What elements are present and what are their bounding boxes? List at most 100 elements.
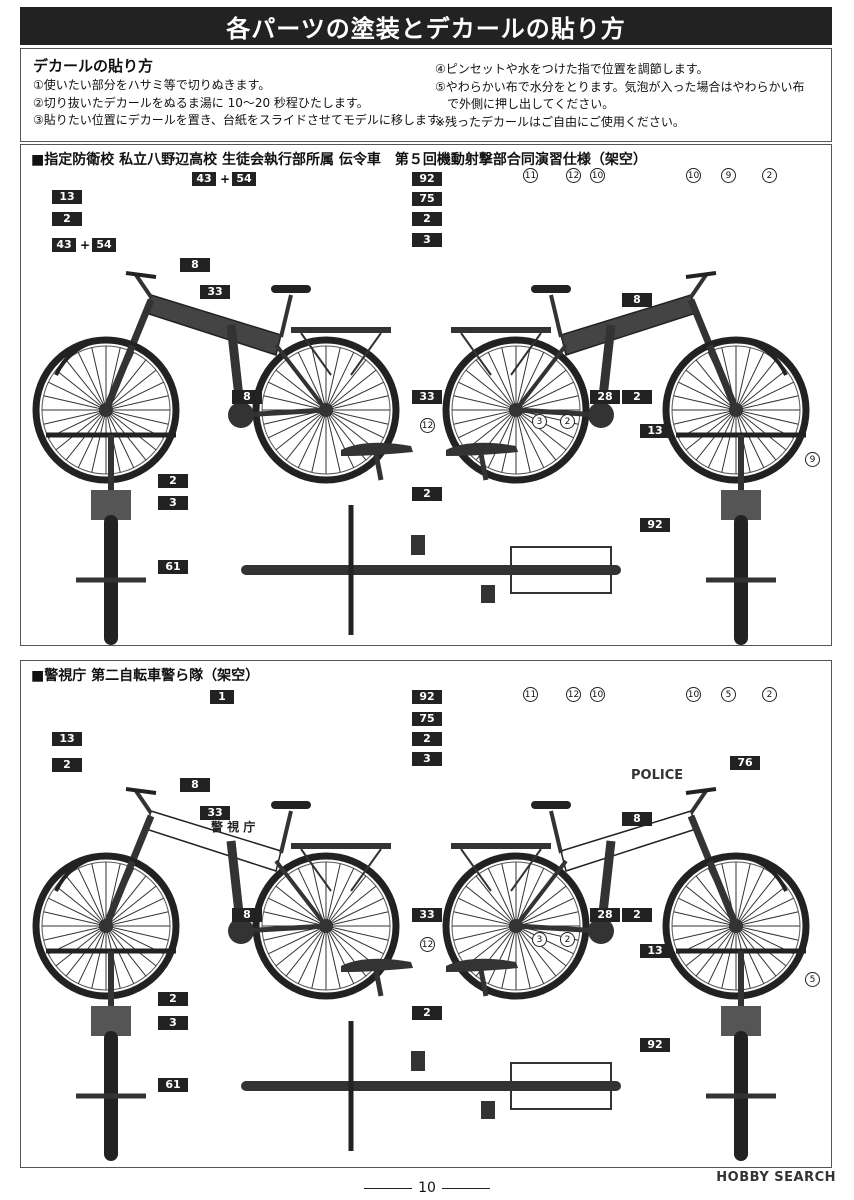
frame-decal-text: POLICE [631, 768, 683, 783]
part-label: 13 [52, 732, 82, 746]
bike-top-view [241, 505, 621, 635]
bike-side-view: 警 視 庁 [32, 787, 400, 1000]
instructions-right: ④ピンセットや水をつけた指で位置を調節します。 ⑤やわらかい布で水分をとります。… [435, 61, 805, 131]
instruction-step: ④ピンセットや水をつけた指で位置を調節します。 [435, 62, 709, 76]
part-label: 3 [412, 752, 442, 766]
bike-front-view [676, 432, 806, 645]
bike-front-view [46, 948, 176, 1161]
decal-number: 12 [420, 937, 435, 952]
part-label: 8 [232, 908, 262, 922]
bike-top-view [241, 1021, 621, 1151]
part-label: 92 [412, 690, 442, 704]
part-label: 92 [640, 518, 670, 532]
instruction-note: ※残ったデカールはご自由にご使用ください。 [435, 114, 685, 129]
part-label: 3 [158, 496, 188, 510]
decal-number: 11 [523, 687, 538, 702]
decal-number: 9 [805, 452, 820, 467]
part-label: 3 [412, 233, 442, 247]
part-label: 8 [622, 812, 652, 826]
part-label: 54 [92, 238, 116, 252]
panel-police: ■警視庁 第二自転車警ら隊（架空） 警 視 庁 POLICE [20, 660, 832, 1168]
panel-title: ■警視庁 第二自転車警ら隊（架空） [31, 668, 260, 684]
panel-army: ■指定防衛校 私立八野辺高校 生徒会執行部所属 伝令車 第５回機動射撃部合同演習… [20, 144, 832, 646]
part-label: 8 [232, 390, 262, 404]
part-label: 8 [622, 293, 652, 307]
decal-number: 10 [590, 168, 605, 183]
watermark: HOBBY SEARCH [716, 1170, 836, 1185]
decal-number: 12 [420, 418, 435, 433]
part-label: 92 [640, 1038, 670, 1052]
decal-number: 3 [532, 414, 547, 429]
part-label: 2 [412, 487, 442, 501]
page-title-banner: 各パーツの塗装とデカールの貼り方 [20, 7, 832, 45]
instruction-step: ③貼りたい位置にデカールを置き、台紙をスライドさせてモデルに移します。 [33, 113, 450, 127]
plus-sign: + [80, 238, 91, 252]
part-label: 13 [640, 944, 670, 958]
saddle-illustration [341, 958, 413, 997]
part-label: 75 [412, 192, 442, 206]
part-label: 61 [158, 560, 188, 574]
part-label: 61 [158, 1078, 188, 1092]
part-label: 33 [200, 285, 230, 299]
part-label: 54 [232, 172, 256, 186]
bike-side-view [32, 271, 400, 484]
part-label: 8 [180, 778, 210, 792]
decal-number: 9 [721, 168, 736, 183]
instruction-step: で外側に押し出してください。 [435, 97, 615, 111]
plus-sign: + [220, 172, 231, 186]
part-label: 28 [590, 908, 620, 922]
wheel-illustration [32, 336, 180, 484]
decal-number: 12 [566, 687, 581, 702]
decal-number: 10 [686, 168, 701, 183]
part-label: 8 [180, 258, 210, 272]
wheel-illustration [442, 852, 590, 1000]
part-label: 2 [52, 212, 82, 226]
decal-number: 5 [721, 687, 736, 702]
page-number: 10 [418, 1180, 436, 1196]
saddle-illustration [446, 958, 518, 997]
part-label: 33 [200, 806, 230, 820]
part-label: 92 [412, 172, 442, 186]
saddle-illustration [341, 442, 413, 481]
bike-diagram-police: 警 視 庁 POLICE [32, 768, 810, 1161]
page-title: 各パーツの塗装とデカールの貼り方 [226, 14, 626, 43]
instructions-heading: デカールの貼り方 [33, 57, 154, 75]
instruction-step: ①使いたい部分をハサミ等で切りぬきます。 [33, 78, 271, 92]
part-label: 2 [412, 1006, 442, 1020]
decal-number: 2 [762, 687, 777, 702]
part-label: 33 [412, 908, 442, 922]
part-label: 3 [158, 1016, 188, 1030]
part-label: 76 [730, 756, 760, 770]
part-label: 2 [158, 474, 188, 488]
part-label: 2 [622, 908, 652, 922]
instructions-left: ①使いたい部分をハサミ等で切りぬきます。 ②切り抜いたデカールをぬるま湯に 10… [33, 77, 450, 130]
part-label: 2 [412, 732, 442, 746]
part-label: 1 [210, 690, 234, 704]
panel-title: ■指定防衛校 私立八野辺高校 生徒会執行部所属 伝令車 第５回機動射撃部合同演習… [31, 152, 647, 168]
part-label: 13 [52, 190, 82, 204]
decal-instructions: デカールの貼り方 ①使いたい部分をハサミ等で切りぬきます。 ②切り抜いたデカール… [20, 48, 832, 142]
part-label: 2 [412, 212, 442, 226]
part-label: 2 [158, 992, 188, 1006]
svg-text:警 視 庁: 警 視 庁 [210, 819, 255, 834]
decal-number: 2 [560, 932, 575, 947]
part-label: 28 [590, 390, 620, 404]
decal-number: 2 [560, 414, 575, 429]
part-label: 13 [640, 424, 670, 438]
frame-decal-text: ARMY [631, 252, 674, 267]
decal-number: 10 [590, 687, 605, 702]
bike-diagram-army: ARMY [32, 252, 810, 645]
instruction-step: ⑤やわらかい布で水分をとります。気泡が入った場合はやわらかい布 [435, 79, 805, 94]
decal-number: 2 [762, 168, 777, 183]
decal-number: 10 [686, 687, 701, 702]
part-label: 33 [412, 390, 442, 404]
saddle-illustration [446, 442, 518, 481]
part-label: 75 [412, 712, 442, 726]
page-footer: 10 [0, 1180, 854, 1196]
decal-number: 5 [805, 972, 820, 987]
part-label: 43 [192, 172, 216, 186]
part-label: 43 [52, 238, 76, 252]
bike-front-view [676, 948, 806, 1161]
part-label: 2 [622, 390, 652, 404]
bike-front-view [46, 432, 176, 645]
